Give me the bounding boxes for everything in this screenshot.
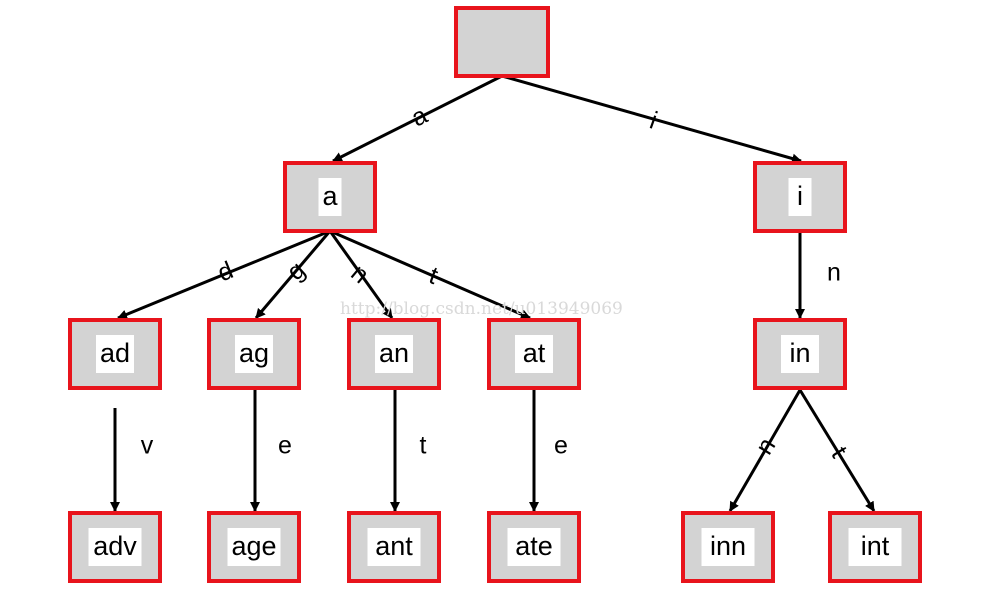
- edge-label-in-int: t: [825, 442, 852, 463]
- node-label-background: [318, 178, 342, 216]
- edge-label-at-ate: e: [554, 432, 568, 460]
- node-label-background: [701, 528, 755, 566]
- edge-arrow-root-a: [332, 74, 503, 163]
- edge-label-root-a: a: [407, 101, 432, 132]
- edge-label-ag-age: e: [278, 432, 292, 460]
- node-label: int: [861, 531, 890, 561]
- node-label: a: [322, 181, 338, 211]
- node-i: i: [753, 161, 847, 233]
- node-ate: ate: [487, 511, 581, 583]
- node-adv: adv: [68, 511, 162, 583]
- node-label: age: [231, 531, 276, 561]
- node-label: ad: [100, 338, 130, 368]
- watermark-text: http://blog.csdn.net/u013949069: [340, 299, 623, 319]
- node-an: an: [347, 318, 441, 390]
- edge-arrow-root-i: [501, 74, 802, 164]
- node-label-background: [367, 528, 421, 566]
- node-label-background: [227, 528, 281, 566]
- node-label-background: [848, 528, 902, 566]
- edge-arrow-a-ag: [254, 230, 332, 319]
- edge-arrow-in-int: [798, 389, 876, 512]
- node-label: an: [379, 338, 409, 368]
- edge-label-i-in: n: [827, 259, 841, 287]
- node-label-background: [507, 528, 561, 566]
- node-label-background: [235, 335, 273, 373]
- node-label: ant: [375, 531, 413, 561]
- edge-arrow-a-ad: [117, 229, 331, 320]
- node-label: i: [797, 181, 803, 211]
- node-inn: inn: [681, 511, 775, 583]
- node-a: a: [283, 161, 377, 233]
- node-box: [681, 511, 775, 583]
- node-box: [454, 6, 550, 78]
- node-box: [753, 161, 847, 233]
- node-label: adv: [93, 531, 137, 561]
- edge-arrow-a-at: [329, 229, 531, 320]
- node-ag: ag: [207, 318, 301, 390]
- node-label: at: [523, 338, 546, 368]
- node-label-background: [515, 335, 553, 373]
- node-int: int: [828, 511, 922, 583]
- node-label-background: [88, 528, 142, 566]
- edge-label-a-at: t: [425, 261, 441, 290]
- node-label-background: [96, 335, 134, 373]
- node-at: at: [487, 318, 581, 390]
- edge-arrow-in-inn: [728, 389, 802, 512]
- edge-label-in-inn: n: [750, 433, 781, 460]
- node-label: inn: [710, 531, 746, 561]
- edge-label-ad-adv: v: [141, 432, 154, 460]
- edge-label-an-ant: t: [420, 432, 427, 460]
- node-label: ag: [239, 338, 269, 368]
- node-label-background: [788, 178, 812, 216]
- node-box: [487, 318, 581, 390]
- node-label: ate: [515, 531, 553, 561]
- node-label-background: [375, 335, 413, 373]
- node-ad: ad: [68, 318, 162, 390]
- node-root: [454, 6, 550, 78]
- node-in: in: [753, 318, 847, 390]
- node-age: age: [207, 511, 301, 583]
- node-label: in: [789, 338, 810, 368]
- edge-arrow-a-an: [328, 230, 394, 319]
- node-label-background: [781, 335, 819, 373]
- node-ant: ant: [347, 511, 441, 583]
